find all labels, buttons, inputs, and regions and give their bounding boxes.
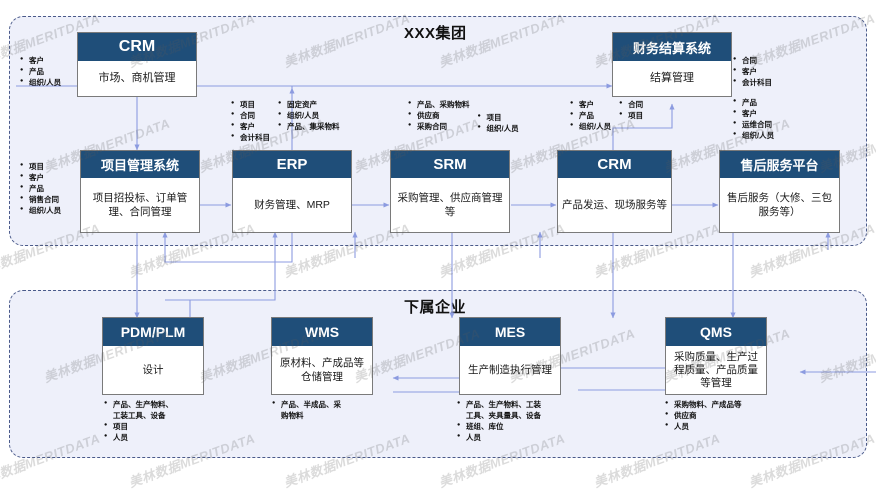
list-item: 采购合同 (408, 122, 470, 133)
list-item: 产品、生产物料、工装 (457, 400, 541, 411)
list-aftersales-platform: 产品 客户 运维合同 组织/人员 (733, 98, 774, 142)
box-body-financial-settlement: 结算管理 (650, 72, 694, 85)
box-title-project-management-system: 项目管理系统 (81, 151, 199, 178)
list-item: 班组、库位 (457, 422, 541, 433)
list-item: 购物料 (281, 410, 304, 420)
box-title-crm-top: CRM (78, 33, 196, 61)
list-item: 组织/人员 (733, 131, 774, 142)
list-item: 销售合同 (20, 195, 61, 206)
box-wms[interactable]: WMS 原材料、产成品等仓储管理 (271, 317, 373, 395)
box-title-erp: ERP (233, 151, 351, 178)
list-item: 供应商 (408, 111, 470, 122)
list-item: 项目 (478, 113, 519, 124)
list-financial-settlement: 合同 客户 会计科目 (733, 56, 772, 89)
box-pdm-plm[interactable]: PDM/PLM 设计 (102, 317, 204, 395)
list-item: 客户 (20, 173, 61, 184)
list-crm-bottom-col-a: 客户 产品 组织/人员 (570, 100, 611, 133)
list-item: 供应商 (665, 411, 742, 422)
list-srm-col-b: 项目 组织/人员 (478, 100, 519, 135)
list-erp: 项目 合同 客户 会计科目 固定资产 组织/人员 产品、集采物料 (231, 100, 340, 144)
list-item: 项目 (619, 111, 643, 122)
box-body-crm-bottom: 产品发运、现场服务等 (562, 198, 667, 211)
list-item: 客户 (231, 122, 270, 133)
list-project-management-system: 项目 客户 产品 销售合同 组织/人员 (20, 162, 61, 216)
box-body-mes: 生产制造执行管理 (468, 363, 552, 376)
box-body-wms: 原材料、产成品等仓储管理 (280, 357, 364, 383)
list-crm-bottom: 客户 产品 组织/人员 合同 项目 (570, 100, 643, 133)
list-srm: 产品、采购物料 供应商 采购合同 项目 组织/人员 (408, 100, 519, 135)
box-title-srm: SRM (391, 151, 509, 178)
list-wms: 产品、半成品、采 购物料 (272, 400, 341, 422)
list-item: 采购物料、产成品等 (665, 400, 742, 411)
list-item: 客户 (570, 100, 611, 111)
list-item: 产品 (20, 184, 61, 195)
list-item: 合同 (619, 100, 643, 111)
box-aftersales-platform[interactable]: 售后服务平台 售后服务（大修、三包服务等） (719, 150, 840, 233)
box-body-pdm-plm: 设计 (142, 363, 164, 376)
list-item: 项目 (20, 162, 61, 173)
list-srm-col-a: 产品、采购物料 供应商 采购合同 (408, 100, 470, 135)
diagram-canvas: XXX集团 下属企业 (0, 0, 876, 470)
list-item: 产品 (20, 67, 61, 78)
list-item: 合同 (231, 111, 270, 122)
box-mes[interactable]: MES 生产制造执行管理 (459, 317, 561, 395)
box-title-crm-bottom: CRM (558, 151, 671, 178)
box-body-qms: 采购质量、生产过程质量、产品质量等管理 (674, 350, 758, 390)
list-item: 组织/人员 (20, 78, 61, 89)
box-title-aftersales-platform: 售后服务平台 (720, 151, 839, 178)
list-item: 工装工具、设备 (113, 410, 166, 420)
list-item: 产品、采购物料 (408, 100, 470, 111)
list-item: 组织/人员 (570, 122, 611, 133)
list-item: 项目 (231, 100, 270, 111)
list-qms: 采购物料、产成品等 供应商 人员 (665, 400, 742, 433)
list-item: 组织/人员 (278, 111, 340, 122)
list-erp-col-b: 固定资产 组织/人员 产品、集采物料 (278, 100, 340, 144)
box-qms[interactable]: QMS 采购质量、生产过程质量、产品质量等管理 (665, 317, 767, 395)
list-item: 合同 (733, 56, 772, 67)
list-item: 组织/人员 (478, 124, 519, 135)
box-project-management-system[interactable]: 项目管理系统 项目招投标、订单管理、合同管理 (80, 150, 200, 233)
list-item: 产品、半成品、采 (272, 400, 341, 411)
box-erp[interactable]: ERP 财务管理、MRP (232, 150, 352, 233)
box-title-qms: QMS (666, 318, 766, 346)
list-item: 会计科目 (231, 133, 270, 144)
list-item: 会计科目 (733, 78, 772, 89)
list-item: 客户 (733, 67, 772, 78)
box-body-erp: 财务管理、MRP (254, 198, 330, 211)
box-crm-bottom[interactable]: CRM 产品发运、现场服务等 (557, 150, 672, 233)
list-item: 项目 (104, 422, 173, 433)
box-body-project-management-system: 项目招投标、订单管理、合同管理 (92, 192, 188, 218)
box-title-mes: MES (460, 318, 560, 346)
list-item: 工具、夹具量具、设备 (466, 410, 541, 420)
list-pdm-plm: 产品、生产物料、 工装工具、设备 项目 人员 (104, 400, 173, 444)
list-crm-top: 客户 产品 组织/人员 (20, 56, 61, 89)
list-item: 人员 (665, 422, 742, 433)
box-title-pdm-plm: PDM/PLM (103, 318, 203, 346)
list-item: 固定资产 (278, 100, 340, 111)
box-crm-top[interactable]: CRM 市场、商机管理 (77, 32, 197, 97)
list-erp-col-a: 项目 合同 客户 会计科目 (231, 100, 270, 144)
box-title-financial-settlement: 财务结算系统 (613, 33, 731, 61)
list-item: 运维合同 (733, 120, 774, 131)
box-title-wms: WMS (272, 318, 372, 346)
list-item: 产品、集采物料 (278, 122, 340, 133)
list-item: 产品、生产物料、 (104, 400, 173, 411)
box-body-crm-top: 市场、商机管理 (98, 72, 176, 85)
box-body-srm: 采购管理、供应商管理等 (397, 192, 503, 218)
group-title-xxx-group: XXX集团 (404, 25, 467, 42)
group-title-subsidiary: 下属企业 (404, 299, 467, 316)
list-item: 产品 (570, 111, 611, 122)
list-item: 人员 (104, 433, 173, 444)
list-item: 组织/人员 (20, 206, 61, 217)
list-mes: 产品、生产物料、工装 工具、夹具量具、设备 班组、库位 人员 (457, 400, 541, 444)
list-item: 人员 (457, 433, 541, 444)
list-item: 客户 (20, 56, 61, 67)
box-srm[interactable]: SRM 采购管理、供应商管理等 (390, 150, 510, 233)
list-item: 客户 (733, 109, 774, 120)
list-crm-bottom-col-b: 合同 项目 (619, 100, 643, 133)
box-financial-settlement[interactable]: 财务结算系统 结算管理 (612, 32, 732, 97)
box-body-aftersales-platform: 售后服务（大修、三包服务等） (727, 192, 832, 218)
list-item: 产品 (733, 98, 774, 109)
